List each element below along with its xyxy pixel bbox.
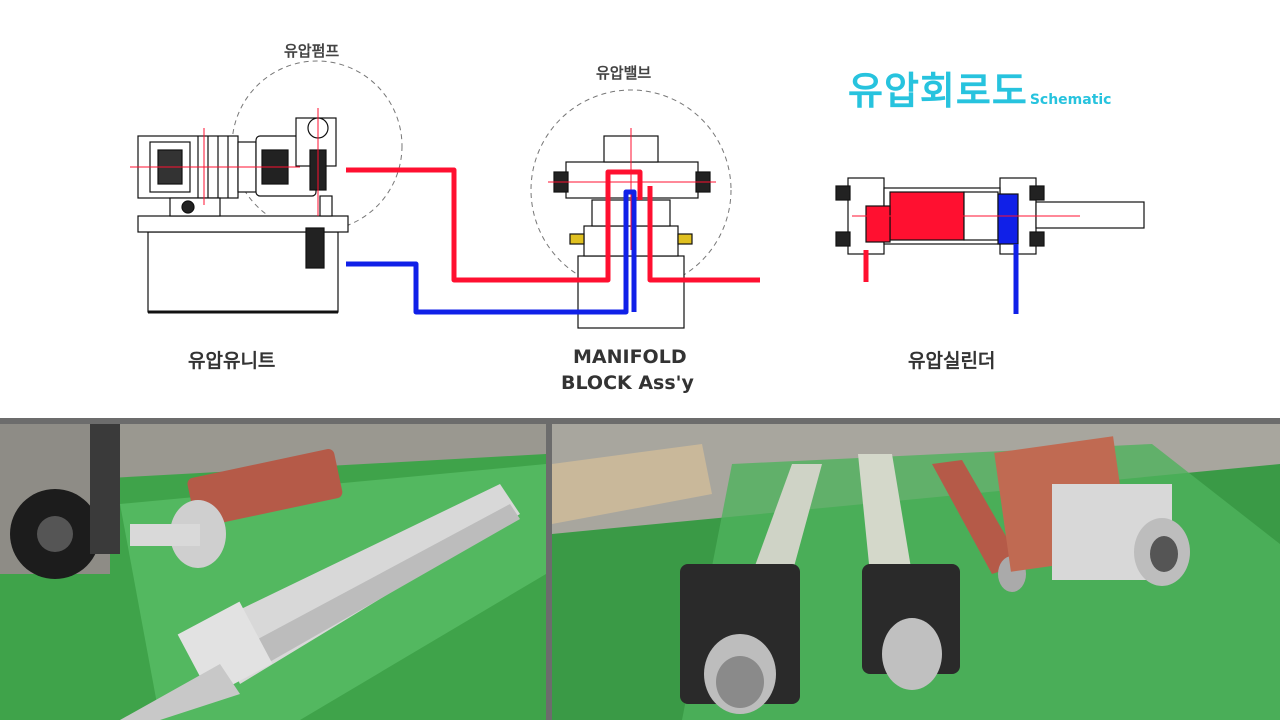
title-sub: Schematic	[1029, 92, 1112, 108]
manifold-label-line2: BLOCK Ass'y	[561, 372, 694, 394]
hydraulic-schematic: 유압펌프 유압밸브 유압유니트 MANIFOLD BLOCK Ass'y 유압실…	[130, 42, 1145, 394]
cylinder-drawing	[835, 177, 1145, 255]
unit-label: 유압유니트	[188, 350, 276, 372]
hydraulic-cylinders-right-photo	[552, 424, 1280, 720]
schematic-drawing	[130, 60, 1145, 329]
hydraulic-unit-drawing	[130, 108, 349, 314]
title-main: 유압회로도	[848, 69, 1028, 113]
manifold-label-line1: MANIFOLD	[573, 346, 687, 368]
valve-manifold-drawing	[548, 128, 716, 329]
pressure-line	[346, 167, 869, 283]
return-line	[346, 189, 1019, 315]
cylinder-label: 유압실린더	[908, 350, 996, 372]
photo-strip	[0, 418, 1280, 720]
valve-label: 유압밸브	[596, 64, 652, 82]
pump-highlight-circle	[231, 60, 403, 232]
hydraulic-cylinders-left-photo	[0, 424, 546, 720]
pump-label: 유압펌프	[284, 42, 340, 60]
